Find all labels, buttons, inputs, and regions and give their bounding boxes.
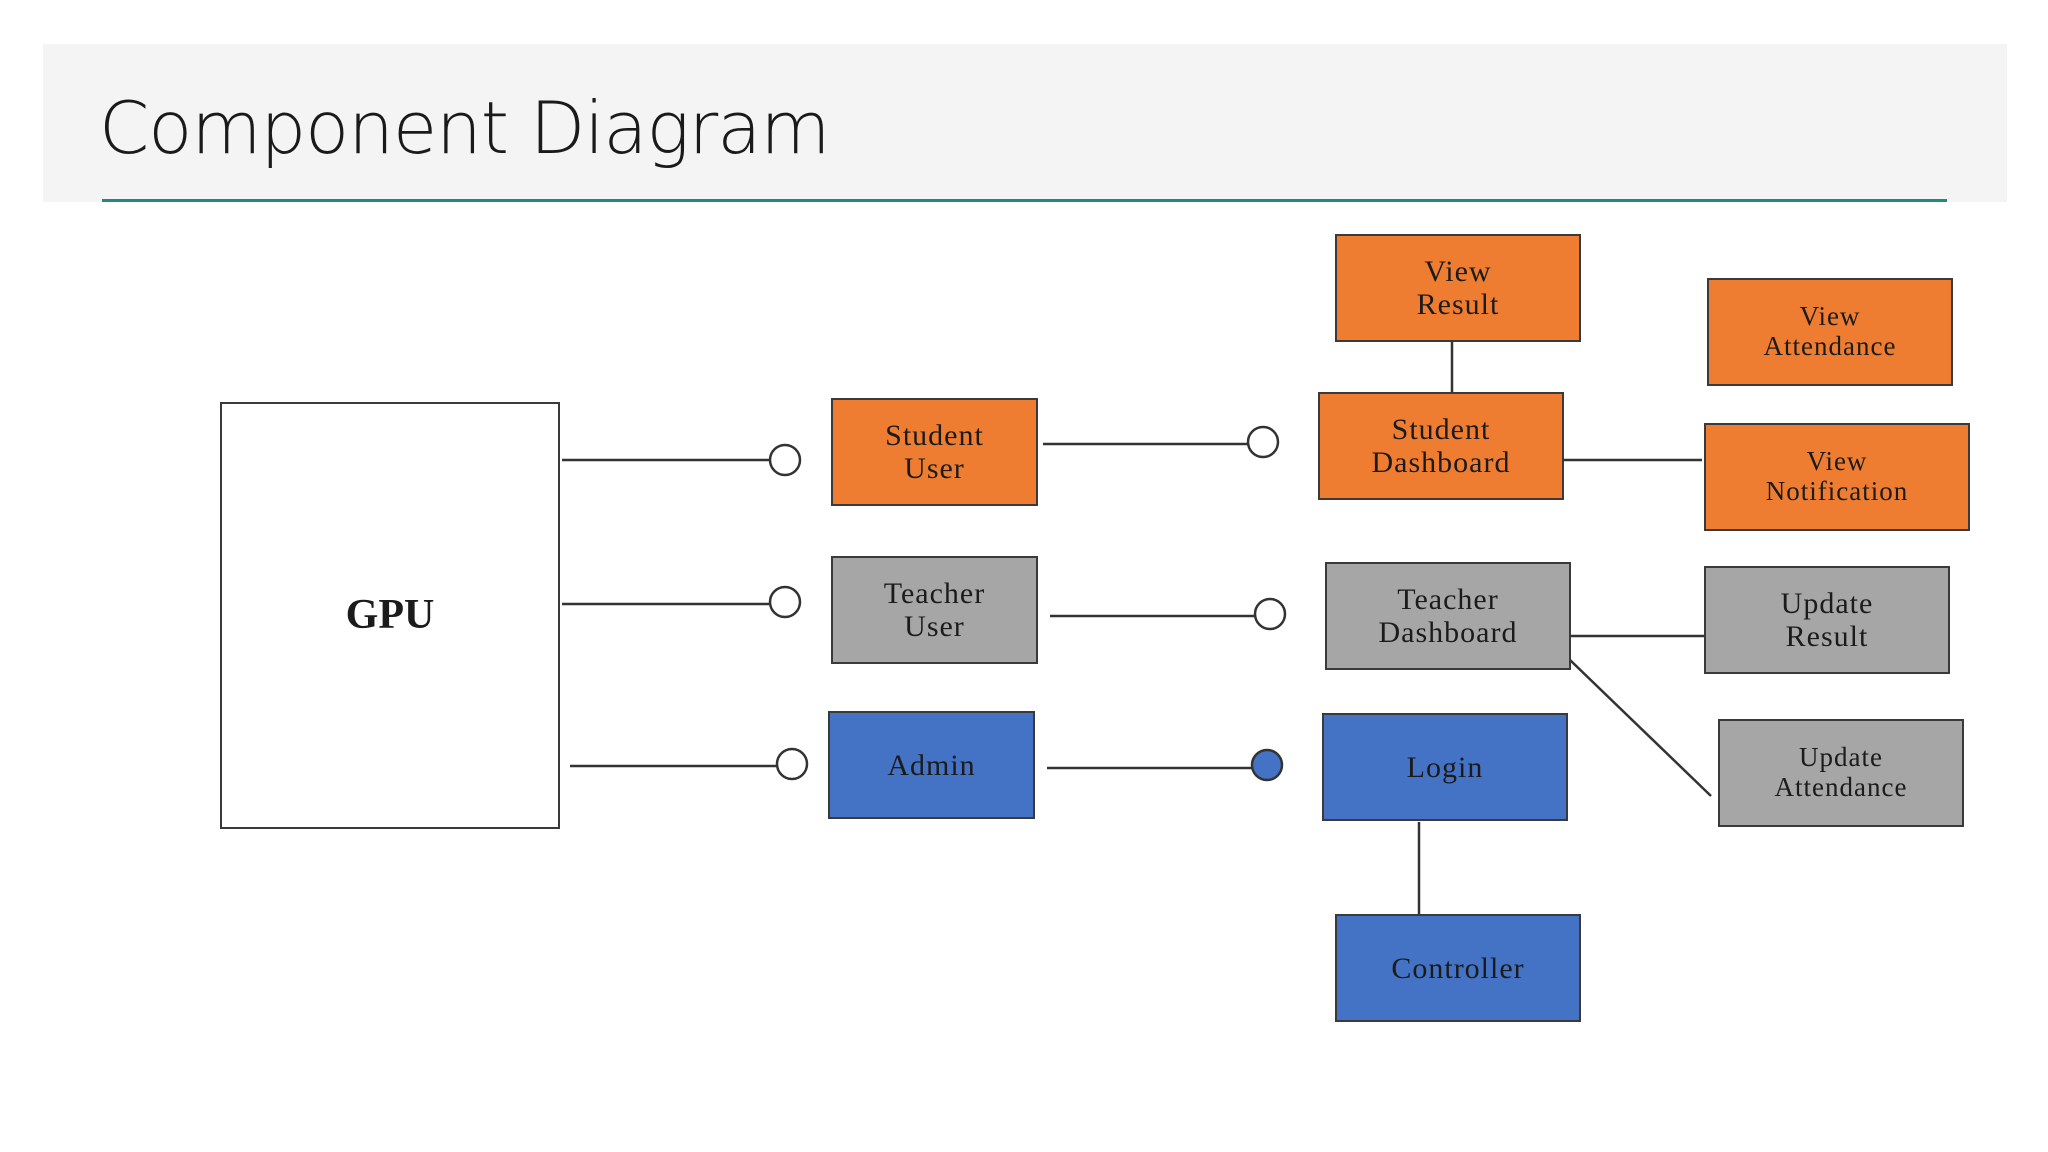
- interface-circle-student: [768, 443, 802, 477]
- interface-circle-student-dashboard: [1246, 425, 1280, 459]
- admin-component: Admin: [828, 711, 1035, 819]
- admin-label: Admin: [887, 748, 976, 782]
- controller-label: Controller: [1391, 951, 1525, 985]
- connector-update-attendance: [1569, 659, 1712, 797]
- teacher-user-component: Teacher User: [831, 556, 1038, 664]
- login-label: Login: [1406, 750, 1484, 784]
- view-result-component: View Result: [1335, 234, 1581, 342]
- slide-title: Component Diagram: [99, 86, 831, 170]
- view-attendance-label: View Attendance: [1763, 301, 1897, 361]
- student-dashboard-component: Student Dashboard: [1318, 392, 1564, 500]
- title-band: [43, 44, 2007, 202]
- update-result-component: Update Result: [1704, 566, 1950, 674]
- teacher-dashboard-label: Teacher Dashboard: [1378, 583, 1518, 649]
- update-result-label: Update Result: [1780, 587, 1874, 653]
- student-user-component: Student User: [831, 398, 1038, 506]
- interface-circle-login: [1250, 748, 1284, 782]
- interface-circle-admin: [775, 747, 809, 781]
- student-user-label: Student User: [885, 419, 984, 485]
- update-attendance-component: Update Attendance: [1718, 719, 1964, 827]
- controller-component: Controller: [1335, 914, 1581, 1022]
- gpu-label: GPU: [345, 592, 435, 639]
- view-notification-component: View Notification: [1704, 423, 1970, 531]
- student-dashboard-label: Student Dashboard: [1371, 413, 1511, 479]
- title-underline: [102, 199, 1947, 202]
- update-attendance-label: Update Attendance: [1774, 742, 1908, 802]
- interface-circle-teacher: [768, 585, 802, 619]
- teacher-user-label: Teacher User: [883, 577, 986, 643]
- teacher-dashboard-component: Teacher Dashboard: [1325, 562, 1571, 670]
- interface-circle-teacher-dashboard: [1253, 597, 1287, 631]
- gpu-component: GPU: [220, 402, 560, 829]
- view-notification-label: View Notification: [1765, 446, 1909, 506]
- view-result-label: View Result: [1416, 255, 1500, 321]
- view-attendance-component: View Attendance: [1707, 278, 1953, 386]
- login-component: Login: [1322, 713, 1568, 821]
